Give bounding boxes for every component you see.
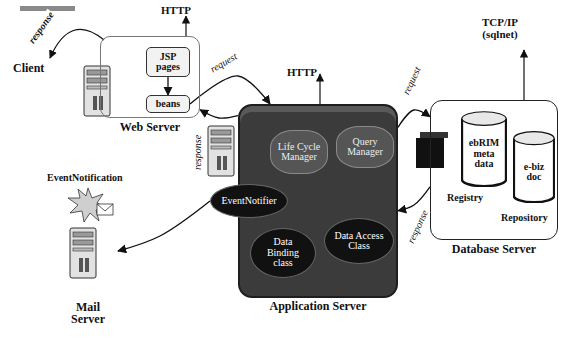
note-label: Client bbox=[12, 62, 45, 75]
note-label: Repository bbox=[500, 212, 549, 223]
node-text: JSP pages bbox=[149, 52, 187, 73]
http-arrow bbox=[319, 74, 320, 104]
note-label: EventNotification bbox=[46, 172, 124, 183]
manager-oval: Query Manager bbox=[336, 126, 394, 168]
class-oval: Data Access Class bbox=[324, 218, 394, 264]
node-text: Mail Server bbox=[58, 301, 118, 326]
client-response-curve bbox=[50, 29, 104, 58]
server-icon bbox=[84, 66, 110, 116]
server-heading: Web Server bbox=[120, 120, 180, 135]
tcp-arrow bbox=[523, 50, 524, 100]
node-text: Life Cycle Manager bbox=[277, 142, 321, 163]
node-text: Data Access Class bbox=[333, 231, 385, 252]
edge-label: response bbox=[193, 133, 204, 170]
database-cylinder: e-biz doc bbox=[513, 131, 555, 203]
connector bbox=[398, 187, 430, 211]
manager-oval: Life Cycle Manager bbox=[270, 130, 328, 174]
note-label: Registry bbox=[446, 192, 484, 203]
beans-box: beans bbox=[146, 95, 190, 113]
notifier-oval: EventNotifier bbox=[210, 184, 288, 218]
node-text: beans bbox=[156, 99, 180, 110]
note-label: HTTP bbox=[160, 4, 192, 16]
connector bbox=[200, 110, 238, 118]
node-text: ebRIM meta data bbox=[465, 138, 503, 170]
mail-server: Mail Server bbox=[58, 226, 118, 326]
response-label: response bbox=[26, 9, 57, 47]
connector bbox=[190, 76, 270, 104]
server-heading: Database Server bbox=[452, 242, 536, 257]
note-label: HTTP bbox=[286, 66, 318, 78]
envelope bbox=[97, 204, 113, 215]
edge-label: response bbox=[405, 207, 431, 245]
server-icon bbox=[208, 126, 234, 176]
jsp-box: JSP pages bbox=[146, 47, 190, 77]
server-heading: Application Server bbox=[270, 299, 367, 314]
connector bbox=[398, 110, 430, 127]
node-text: Data Binding class bbox=[259, 237, 307, 269]
application-server-region: Life Cycle ManagerQuery ManagerEventNoti… bbox=[238, 104, 398, 298]
node-text: Query Manager bbox=[343, 137, 387, 158]
server-icon bbox=[70, 228, 96, 278]
note-label: TCP/IP (sqlnet) bbox=[476, 16, 524, 40]
edge-label: request bbox=[208, 49, 240, 74]
class-oval: Data Binding class bbox=[250, 228, 316, 278]
web-server-box: JSP pagesbeansWeb Server bbox=[100, 36, 200, 118]
edge-label: request bbox=[400, 64, 423, 97]
connector bbox=[118, 201, 210, 251]
node-text: EventNotifier bbox=[222, 196, 277, 207]
database-server-icon bbox=[416, 132, 448, 168]
node-text: e-biz doc bbox=[517, 162, 551, 183]
database-cylinder: ebRIM meta data bbox=[461, 111, 507, 187]
connector bbox=[167, 77, 168, 95]
http-arrow bbox=[185, 16, 186, 36]
